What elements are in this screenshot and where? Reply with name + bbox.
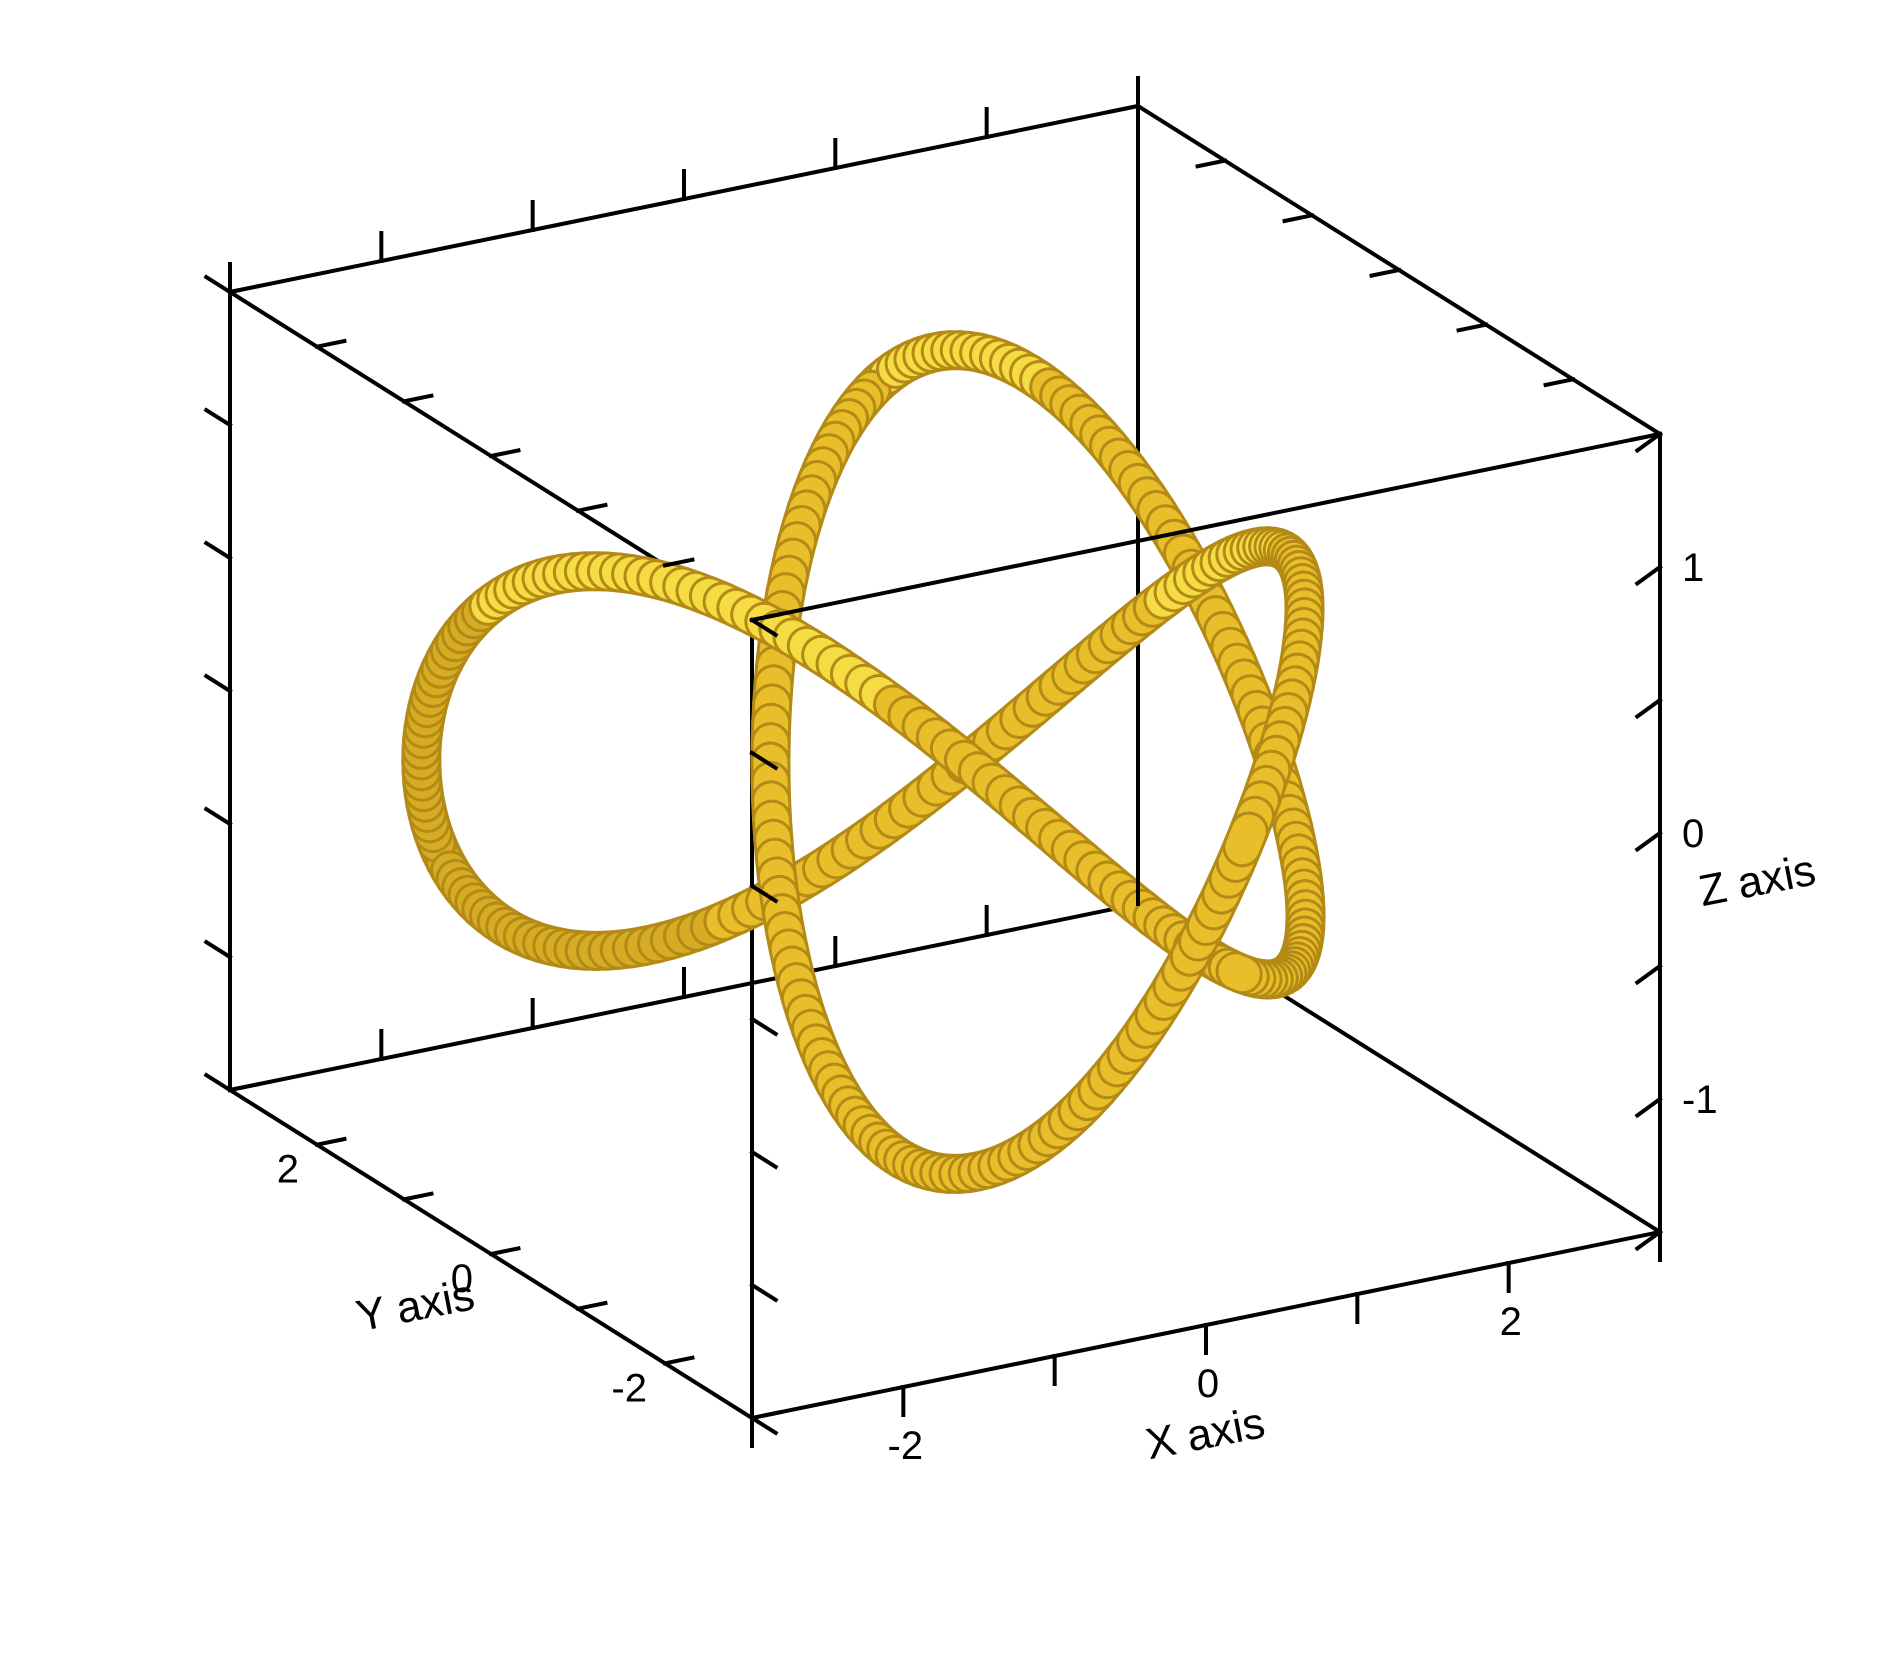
y-tick — [1108, 103, 1141, 114]
z-tick — [203, 939, 233, 960]
y-tick-label: 2 — [277, 1148, 299, 1192]
y-tick — [314, 1136, 347, 1148]
z-tick — [749, 750, 779, 771]
y-tick — [662, 1355, 695, 1366]
y-tick — [1282, 212, 1315, 224]
y-tick — [1543, 376, 1576, 388]
x-axis-label: X axis — [1142, 1398, 1269, 1469]
y-tick — [575, 502, 608, 514]
z-tick-label: -1 — [1682, 1078, 1718, 1122]
axes-ticks — [203, 76, 1663, 1448]
z-tick — [749, 1282, 779, 1303]
z-tick — [749, 1149, 779, 1170]
knot-ribbon — [401, 330, 1326, 1194]
box-edge — [749, 431, 1663, 623]
x-tick-label: 2 — [1500, 1300, 1522, 1344]
y-tick — [1195, 158, 1228, 169]
z-axis-label: Z axis — [1695, 846, 1820, 916]
z-tick — [749, 1415, 779, 1436]
z-tick — [203, 806, 233, 827]
y-tick — [227, 284, 260, 295]
knot-segment — [1218, 954, 1260, 992]
z-tick-label: 1 — [1682, 546, 1704, 590]
z-tick-label: 0 — [1682, 812, 1704, 856]
x-tick-label: 0 — [1197, 1362, 1219, 1406]
y-tick — [749, 612, 782, 623]
y-tick-label: 0 — [451, 1257, 473, 1301]
z-tick — [1634, 830, 1663, 853]
y-axis-label: Y axis — [352, 1270, 478, 1341]
z-tick — [1634, 431, 1663, 454]
z-tick — [1634, 1096, 1663, 1119]
knot-segment — [1225, 814, 1266, 865]
y-tick — [749, 1410, 782, 1421]
y-tick — [314, 338, 347, 350]
y-tick — [575, 1300, 608, 1312]
y-tick — [401, 1191, 434, 1202]
y-tick — [488, 448, 521, 459]
x-tick-label: -2 — [888, 1424, 924, 1468]
x-tick-labels: -2 0 2 — [888, 1300, 1522, 1468]
y-tick-label: -2 — [611, 1366, 647, 1410]
y-tick-labels: 2 0 -2 — [277, 1148, 647, 1411]
z-tick — [749, 1016, 779, 1037]
z-tick — [203, 673, 233, 694]
z-tick — [203, 1072, 233, 1093]
y-tick — [227, 1082, 260, 1093]
z-tick — [203, 407, 233, 428]
z-tick-labels: 1 0 -1 — [1682, 546, 1718, 1122]
y-tick — [1456, 322, 1489, 333]
y-tick — [1369, 267, 1402, 278]
z-tick — [203, 540, 233, 561]
z-tick — [1634, 1229, 1663, 1252]
z-tick — [1634, 963, 1663, 986]
z-tick — [1634, 564, 1663, 587]
y-tick — [662, 557, 695, 568]
z-tick — [203, 274, 233, 295]
y-tick — [488, 1246, 521, 1257]
z-tick — [749, 617, 779, 638]
z-tick — [1634, 697, 1663, 720]
y-tick — [401, 393, 434, 404]
z-tick — [749, 883, 779, 904]
